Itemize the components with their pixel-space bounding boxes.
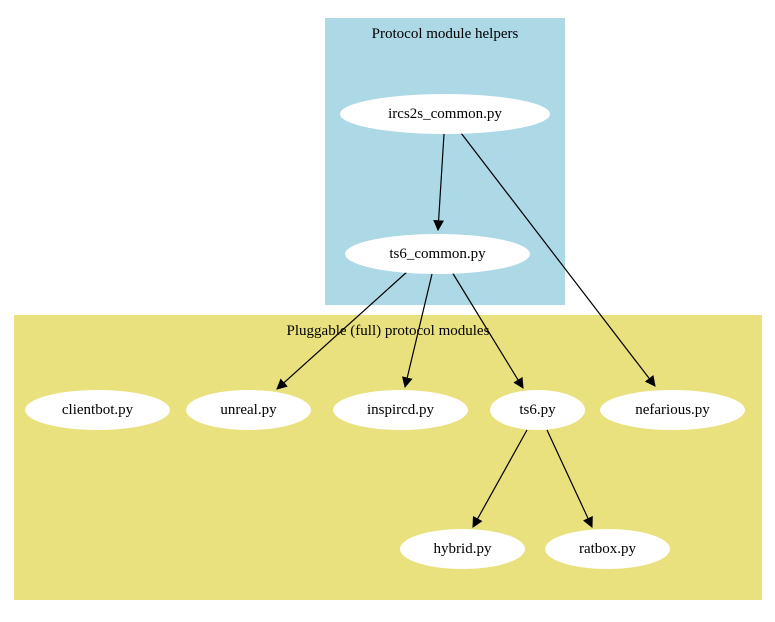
node-inspircd: inspircd.py — [333, 390, 468, 430]
node-unreal: unreal.py — [186, 390, 311, 430]
node-ratbox: ratbox.py — [545, 529, 670, 569]
node-clientbot: clientbot.py — [25, 390, 170, 430]
cluster-helpers-title: Protocol module helpers — [371, 26, 519, 42]
node-ts6: ts6.py — [490, 390, 585, 430]
node-ts6-common: ts6_common.py — [345, 234, 530, 274]
node-hybrid: hybrid.py — [400, 529, 525, 569]
node-nefarious: nefarious.py — [600, 390, 745, 430]
cluster-pluggable-title: Pluggable (full) protocol modules — [286, 323, 490, 339]
node-ircs2s-common: ircs2s_common.py — [340, 94, 550, 134]
